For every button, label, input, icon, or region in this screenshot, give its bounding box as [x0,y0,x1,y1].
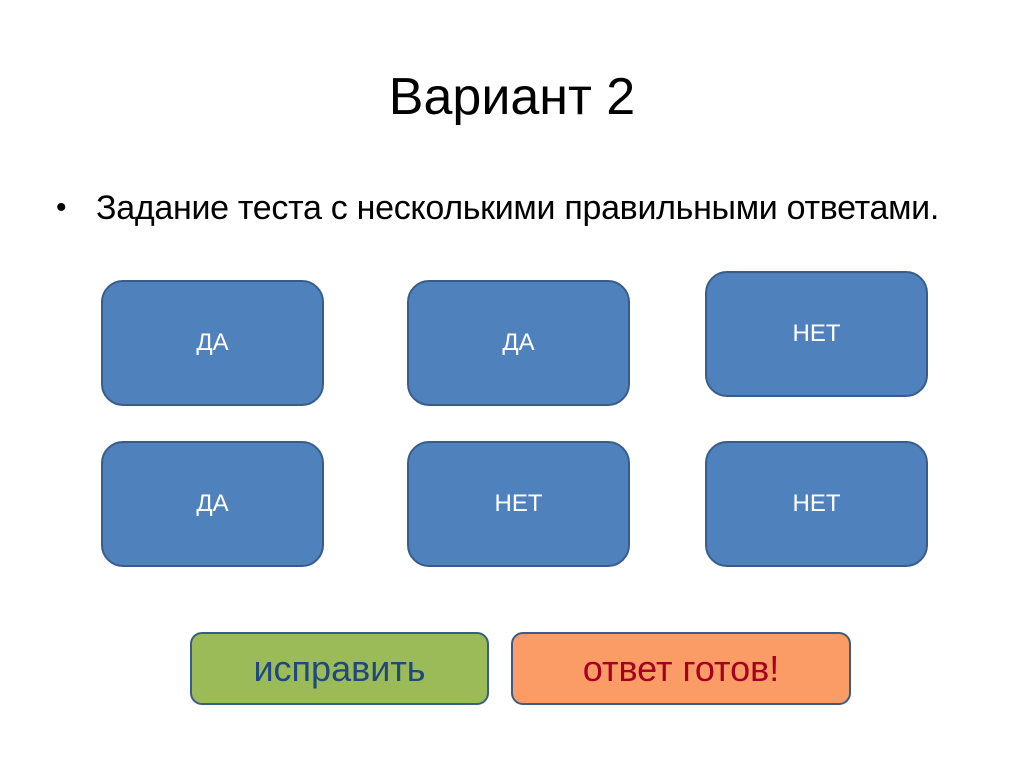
fix-label: исправить [253,647,426,689]
answer-button-3[interactable]: НЕТ [705,271,928,397]
bullet-icon: • [56,191,67,224]
answer-button-6[interactable]: НЕТ [705,441,928,567]
answer-ready-label: ответ готов! [582,647,780,689]
answer-label: ДА [196,490,229,517]
answer-label: НЕТ [792,490,841,517]
slide-title: Вариант 2 [388,68,636,126]
answer-label: ДА [502,329,535,356]
fix-button[interactable]: исправить [190,632,489,705]
answer-label: НЕТ [494,490,543,517]
answer-label: ДА [196,329,229,356]
task-bullet: • Задание теста с несколькими правильным… [56,186,939,230]
answer-button-4[interactable]: ДА [101,441,324,567]
answer-label: НЕТ [792,320,841,347]
task-text: Задание теста с несколькими правильными … [96,189,940,227]
answer-button-1[interactable]: ДА [101,280,324,406]
answer-button-2[interactable]: ДА [407,280,630,406]
answer-button-5[interactable]: НЕТ [407,441,630,567]
answer-ready-button[interactable]: ответ готов! [511,632,851,705]
